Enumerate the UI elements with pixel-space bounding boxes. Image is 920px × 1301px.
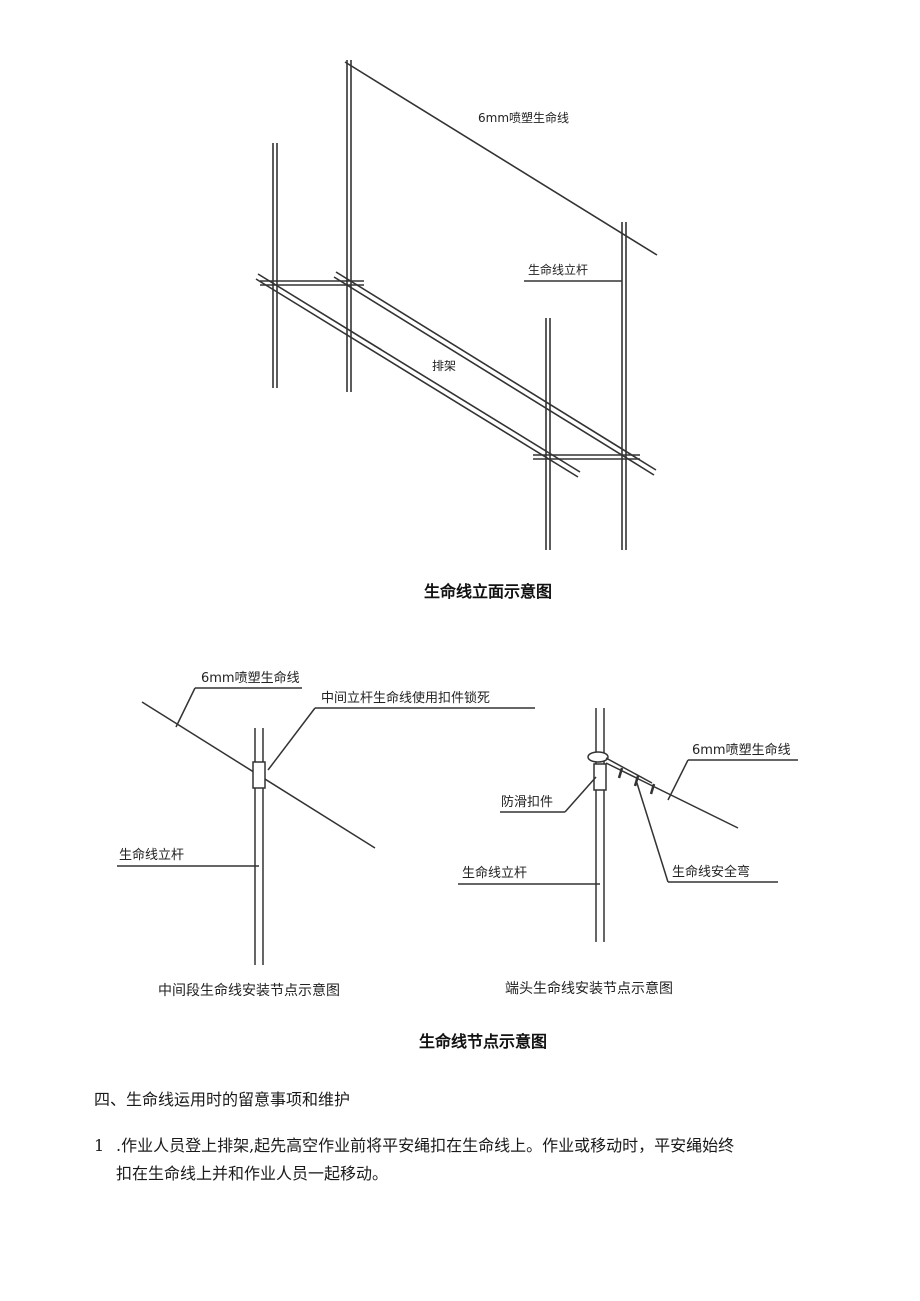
label-post-right: 生命线立杆 [462,865,527,881]
lifeline-elevation-diagram: 6mm喷塑生命线 生命线立杆 排架 [255,60,658,550]
lifeline-node-diagram: 6mm喷塑生命线 中间立杆生命线使用扣件锁死 生命线立杆 6mm喷塑生命线 防滑… [117,670,798,965]
section-heading: 四、生命线运用时的留意事项和维护 [94,1090,351,1109]
label-lifeline-right: 6mm喷塑生命线 [692,742,791,758]
lifeline-line [605,762,739,829]
label-post-left: 生命线立杆 [119,847,184,863]
label-antislip: 防滑扣件 [501,794,553,810]
label-post: 生命线立杆 [528,262,588,277]
label-scaffold: 排架 [432,359,456,373]
label-safety-bend: 生命线安全弯 [672,864,750,880]
figure1-caption: 生命线立面示意图 [424,582,553,601]
subcaption-left: 中间段生命线安装节点示意图 [158,983,340,999]
list-item: 1 .作业人员登上排架,起先高空作业前将平安绳扣在生命线上。作业或移动时，平安绳始… [94,1132,864,1188]
item-number: 1 [94,1136,105,1155]
subcaption-right: 端头生命线安装节点示意图 [505,981,673,997]
item-text-line1: .作业人员登上排架,起先高空作业前将平安绳扣在生命线上。作业或移动时，平安绳始终 [116,1136,735,1155]
item-text-line2: 扣在生命线上并和作业人员一起移动。 [116,1164,389,1183]
label-lifeline-left: 6mm喷塑生命线 [201,670,300,686]
clamp-box [252,761,266,789]
label-lifeline: 6mm喷塑生命线 [478,110,569,125]
safety-bend-loop [587,751,609,763]
label-clamp: 中间立杆生命线使用扣件锁死 [321,690,490,706]
antislip-clamp-box [593,763,607,791]
lifeline-line [344,61,658,256]
figure2-caption: 生命线节点示意图 [419,1032,548,1051]
